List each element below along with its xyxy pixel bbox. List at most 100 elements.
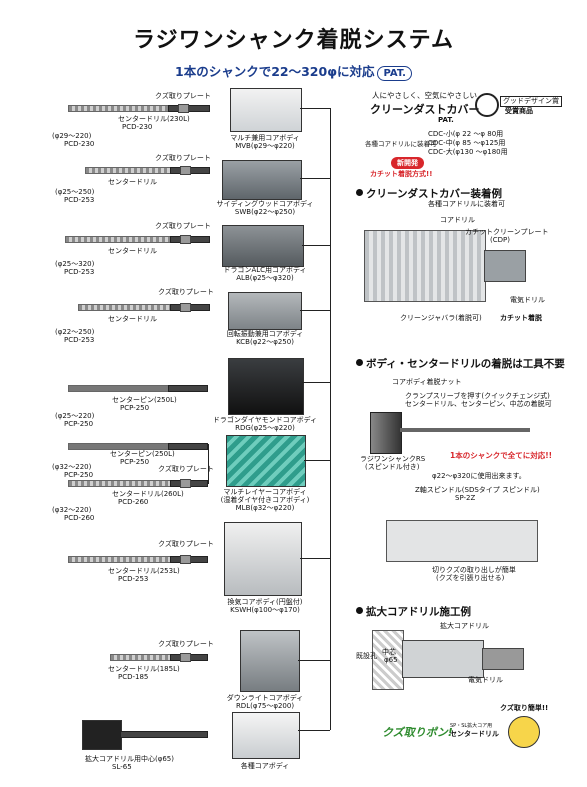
spindle-code: SP-2Z bbox=[455, 494, 476, 502]
connector bbox=[298, 660, 330, 661]
center-drill-image bbox=[68, 480, 172, 487]
shank-label: ラジワンシャンクRS bbox=[360, 455, 426, 463]
chip-removal-diagram bbox=[386, 520, 538, 562]
bullet-icon bbox=[356, 359, 363, 366]
range-label: (φ25～250) bbox=[55, 188, 95, 196]
pat-badge: PAT. bbox=[377, 66, 412, 81]
plate-image bbox=[180, 479, 191, 488]
award-1: グッドデザイン賞 bbox=[500, 96, 562, 107]
core-name: 換気コアボディ(円盤付) bbox=[227, 598, 303, 606]
drill-label: センターピン(250L) bbox=[110, 450, 175, 458]
core-name: マルチ兼用コアボディ bbox=[230, 134, 300, 142]
drill-code: PCD-185 bbox=[118, 673, 149, 681]
center-pin-image bbox=[68, 443, 170, 450]
label-electric-drill: 電気ドリル bbox=[468, 676, 503, 684]
drill-label: 拡大コアドリル用中心(φ65) bbox=[85, 755, 174, 763]
core-body-image bbox=[222, 160, 302, 200]
connector bbox=[300, 558, 330, 559]
drill-code: PCD-230 bbox=[122, 123, 153, 131]
center-drill-image bbox=[85, 167, 172, 174]
drill-code: PCP-250 bbox=[120, 458, 150, 466]
range-label: (φ32～220) bbox=[52, 463, 92, 471]
core-body-image bbox=[230, 88, 302, 132]
shank-label-2: (スピンドル付き) bbox=[365, 463, 420, 471]
plate-label: クズ取りプレート bbox=[158, 540, 214, 548]
drill-code: PCP-250 bbox=[120, 404, 150, 412]
pat-text: PAT. bbox=[438, 116, 454, 124]
core-diagram bbox=[402, 640, 484, 678]
drill-diagram bbox=[400, 428, 530, 432]
drill-label: センタードリル(230L) bbox=[118, 115, 190, 123]
range-code: PCD-253 bbox=[64, 196, 95, 204]
applies-text: 各種コアドリルに装着可 bbox=[365, 140, 437, 148]
label-electric-drill: 電気ドリル bbox=[510, 296, 545, 304]
shank-diagram bbox=[370, 412, 402, 454]
drill-code: PCD-253 bbox=[118, 575, 149, 583]
tagline: 人にやさしく、空気にやさしい bbox=[372, 91, 477, 100]
connector bbox=[302, 382, 330, 383]
drill-code: PCD-260 bbox=[118, 498, 149, 506]
plate-image bbox=[180, 166, 191, 175]
core-code: ALB(φ25～φ320) bbox=[236, 274, 294, 282]
spindle-label: Z軸スピンドル(SDSタイプ スピンドル) bbox=[415, 486, 540, 494]
range-code: PCP-250 bbox=[64, 420, 94, 428]
core-body-image bbox=[226, 435, 306, 487]
drill-label: センタードリル bbox=[108, 315, 157, 323]
drill-diagram bbox=[484, 250, 526, 282]
section-title: クリーンダストカバー装着例 bbox=[356, 186, 502, 201]
speech-bubble: クズ取り簡単!! bbox=[500, 704, 549, 712]
range-code: PCP-250 bbox=[64, 471, 94, 479]
core-code: RDL(φ75～φ200) bbox=[235, 702, 295, 710]
sleeve-label: クランプスリーブを押す(クイックチェンジ式) bbox=[405, 392, 550, 400]
extension-core-image bbox=[82, 720, 122, 750]
core-code: MLB(φ32～φ220) bbox=[235, 504, 295, 512]
mascot-icon bbox=[508, 716, 540, 748]
range-code: PCD-253 bbox=[64, 336, 95, 344]
range-label: (φ32～220) bbox=[52, 506, 92, 514]
label-clean-plate: カチットクリーンプレート bbox=[465, 228, 549, 236]
drill-label: センタードリル(253L) bbox=[108, 567, 180, 575]
plate-label: クズ取りプレート bbox=[158, 640, 214, 648]
plate-label: クズ取りプレート bbox=[155, 154, 211, 162]
label-jabara: クリーンジャバラ(着脱可) bbox=[400, 314, 482, 322]
core-code: MVB(φ29～φ220) bbox=[235, 142, 295, 150]
core-code: (湿着ダイヤ付きコアボディ) bbox=[220, 496, 310, 504]
size-1: CDC-小(φ 22 ～φ 80用 bbox=[428, 130, 504, 138]
core-body-image bbox=[232, 712, 300, 759]
shank-image bbox=[120, 731, 208, 738]
drill-label: センタードリル(185L) bbox=[108, 665, 180, 673]
core-name: ドラゴンALC用コアボディ bbox=[223, 266, 307, 274]
core-code: KCB(φ22～φ250) bbox=[236, 338, 294, 346]
center-drill-image bbox=[78, 304, 172, 311]
drill-label: センタードリル bbox=[108, 178, 157, 186]
range-code: PCD-260 bbox=[64, 514, 95, 522]
center-drill-image bbox=[65, 236, 172, 243]
connector bbox=[298, 730, 330, 731]
center-drill-image bbox=[110, 654, 172, 661]
sleeve-label-2: センタードリル、センターピン、中芯の着脱可 bbox=[405, 400, 552, 408]
plate-label: クズ取りプレート bbox=[158, 465, 214, 473]
core-name: マルチレイヤーコアボディ bbox=[223, 488, 307, 496]
connector bbox=[300, 108, 330, 109]
fit-text: φ22～φ320に使用出来ます。 bbox=[432, 472, 526, 480]
promo-desc-2: センタードリル bbox=[450, 730, 499, 738]
product-name: クリーンダストカバー bbox=[370, 103, 480, 116]
drill-code: SL-65 bbox=[112, 763, 132, 771]
plate-image bbox=[180, 555, 191, 564]
connector bbox=[302, 245, 330, 246]
shank-image bbox=[168, 105, 210, 112]
drill-label: センタードリル bbox=[108, 247, 157, 255]
core-code: SWB(φ22～φ250) bbox=[234, 208, 296, 216]
red-callout: 1本のシャンクで全てに対応!! bbox=[450, 451, 553, 460]
page-title: ラジワンシャンク着脱システム bbox=[133, 28, 454, 53]
core-name: 回転振動兼用コアボディ bbox=[226, 330, 304, 338]
shank-image bbox=[168, 385, 208, 392]
connector bbox=[300, 178, 330, 179]
center-drill-image bbox=[68, 556, 172, 563]
plate-label: クズ取りプレート bbox=[155, 92, 211, 100]
range-code: PCD-230 bbox=[64, 140, 95, 148]
core-body-image bbox=[228, 358, 304, 415]
new-text: カチット着脱方式!! bbox=[370, 170, 433, 178]
core-name: 各種コアボディ bbox=[240, 762, 290, 770]
center-drill-image bbox=[68, 105, 170, 112]
